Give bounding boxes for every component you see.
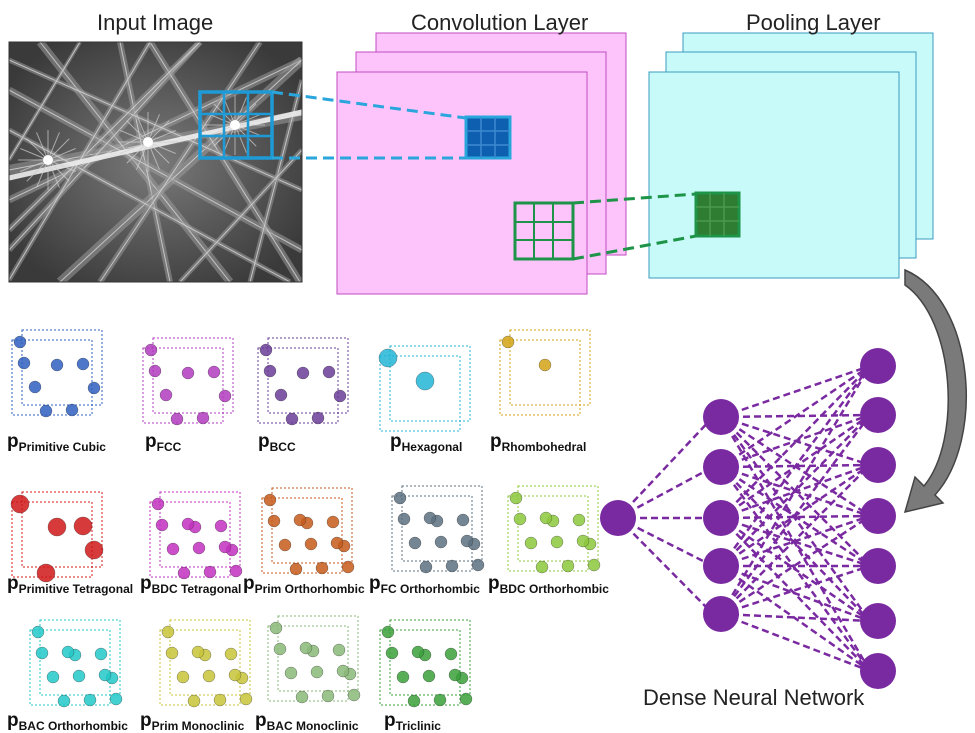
- monoclinic-lattice-icon: [159, 619, 253, 708]
- crystal-label-p: p: [369, 573, 381, 594]
- cubic-lattice-icon: [11, 329, 103, 418]
- tetragonal-lattice-icon: [10, 491, 104, 583]
- crystal-label-4: pHexagonal: [390, 431, 463, 454]
- crystal-label-subscript: Triclinic: [395, 719, 441, 733]
- input-image-title: Input Image: [97, 10, 214, 35]
- crystal-label-subscript: BAC Monoclinic: [266, 719, 359, 733]
- rhombohedral-lattice-icon: [499, 329, 591, 416]
- input-filter-window: [198, 90, 274, 160]
- neuron-layer2-1: [703, 399, 739, 435]
- neuron-layer3-7: [860, 653, 896, 689]
- crystal-label-p: p: [390, 431, 402, 452]
- convolution-layer-title: Convolution Layer: [411, 10, 589, 35]
- crystal-label-subscript: BCC: [269, 440, 296, 454]
- neuron-layer3-1: [860, 348, 896, 384]
- neuron-layer2-4: [703, 548, 739, 584]
- crystal-label-14: pTriclinic: [384, 710, 441, 733]
- bdc-orthorhombic-lattice-icon: [507, 485, 601, 574]
- crystal-label-p: p: [7, 710, 19, 731]
- input-image: [9, 42, 302, 282]
- bac-orthorhombic-lattice-icon: [29, 619, 123, 708]
- convolution-layer-stack: [336, 32, 627, 295]
- crystal-label-5: pRhombohedral: [490, 431, 587, 454]
- crystal-structures: [10, 329, 601, 708]
- crystal-label-p: p: [7, 573, 19, 594]
- fc-orthorhombic-lattice-icon: [391, 485, 485, 574]
- pool-feature-cell: [694, 191, 741, 238]
- crystal-label-12: pPrim Monoclinic: [140, 710, 245, 733]
- crystal-label-8: pPrim Orthorhombic: [243, 573, 365, 596]
- crystal-label-subscript: Primitive Cubic: [18, 440, 106, 454]
- fcc-lattice-icon: [142, 337, 234, 426]
- neuron-layer3-6: [860, 603, 896, 639]
- crystal-label-9: pFC Orthorhombic: [369, 573, 480, 596]
- crystal-label-subscript: FC Orthorhombic: [380, 582, 480, 596]
- hexagonal-lattice-icon: [378, 345, 471, 432]
- crystal-label-p: p: [490, 431, 502, 452]
- neuron-layer2-3: [703, 500, 739, 536]
- input-to-conv-connectors: [271, 90, 467, 160]
- crystal-label-p: p: [7, 431, 19, 452]
- crystal-label-11: pBAC Orthorhombic: [7, 710, 128, 733]
- neuron-layer3-3: [860, 447, 896, 483]
- crystal-label-subscript: BDC Tetragonal: [151, 582, 242, 596]
- crystal-label-p: p: [384, 710, 396, 731]
- crystal-label-p: p: [140, 710, 152, 731]
- neuron-layer3-4: [860, 498, 896, 534]
- crystal-label-subscript: Prim Monoclinic: [151, 719, 245, 733]
- dense-neural-network: [600, 348, 896, 689]
- curved-arrow-icon: [903, 268, 967, 514]
- conv-pooling-window: [513, 201, 575, 261]
- orthorhombic-lattice-icon: [261, 487, 355, 576]
- crystal-label-subscript: Primitive Tetragonal: [18, 582, 134, 596]
- neuron-layer1-1: [600, 500, 636, 536]
- crystal-label-10: pBDC Orthorhombic: [488, 573, 609, 596]
- crystal-label-subscript: BAC Orthorhombic: [18, 719, 128, 733]
- crystal-label-subscript: BDC Orthorhombic: [499, 582, 609, 596]
- conv-feature-cell: [464, 115, 512, 160]
- pooling-layer-stack: [648, 32, 934, 279]
- crystal-label-6: pPrimitive Tetragonal: [7, 573, 134, 596]
- crystal-label-3: pBCC: [258, 431, 296, 454]
- bac-monoclinic-lattice-icon: [267, 615, 361, 704]
- crystal-label-13: pBAC Monoclinic: [255, 710, 359, 733]
- crystal-label-p: p: [258, 431, 270, 452]
- crystal-label-7: pBDC Tetragonal: [140, 573, 242, 596]
- crystal-label-subscript: Prim Orthorhombic: [254, 582, 365, 596]
- crystal-label-p: p: [255, 710, 267, 731]
- crystal-label-p: p: [488, 573, 500, 594]
- crystal-label-p: p: [140, 573, 152, 594]
- neuron-layer3-5: [860, 548, 896, 584]
- crystal-label-subscript: Hexagonal: [401, 440, 463, 454]
- bcc-lattice-icon: [257, 337, 349, 426]
- crystal-label-p: p: [145, 431, 157, 452]
- neuron-layer2-2: [703, 449, 739, 485]
- dense-network-title: Dense Neural Network: [643, 685, 865, 710]
- crystal-label-subscript: FCC: [156, 440, 182, 454]
- crystal-label-p: p: [243, 573, 255, 594]
- triclinic-lattice-icon: [379, 619, 473, 708]
- conv-to-pool-connectors: [572, 192, 697, 261]
- neuron-layer2-5: [703, 596, 739, 632]
- crystal-label-2: pFCC: [145, 431, 182, 454]
- pooling-layer-title: Pooling Layer: [746, 10, 881, 35]
- crystal-label-1: pPrimitive Cubic: [7, 431, 106, 454]
- crystal-label-subscript: Rhombohedral: [501, 440, 587, 454]
- neuron-layer3-2: [860, 397, 896, 433]
- bdc-tetragonal-lattice-icon: [149, 491, 243, 580]
